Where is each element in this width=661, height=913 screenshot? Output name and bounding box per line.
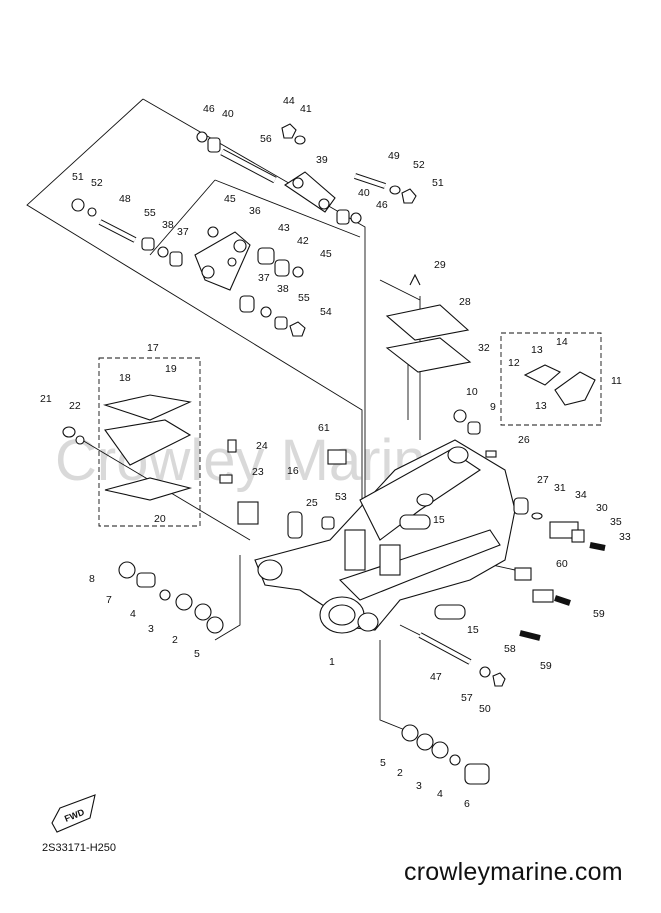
- callout-number: 41: [300, 103, 312, 115]
- leader-lines: [26, 98, 516, 731]
- small-parts: [62, 123, 585, 785]
- callout-number: 59: [540, 660, 552, 672]
- callout-number: 45: [224, 193, 236, 205]
- callout-number: 48: [119, 193, 131, 205]
- callout-number: 13: [535, 400, 547, 412]
- callout-number: 12: [508, 357, 520, 369]
- callout-number: 37: [258, 272, 270, 284]
- callout-number: 26: [518, 434, 530, 446]
- callout-number: 46: [376, 199, 388, 211]
- inset-box-17: [98, 357, 201, 527]
- callout-number: 13: [531, 344, 543, 356]
- callout-number: 51: [72, 171, 84, 183]
- chain-guard-plates: [385, 273, 472, 373]
- bracket-11: [523, 364, 596, 406]
- drawing-code: 2S33171-H250: [42, 842, 117, 854]
- callout-number: 25: [306, 497, 318, 509]
- callout-number: 45: [320, 248, 332, 260]
- callout-number: 2: [397, 767, 403, 779]
- callout-number: 9: [490, 401, 496, 413]
- callout-number: 40: [358, 187, 370, 199]
- relay-arm: [194, 231, 251, 291]
- callout-number: 59: [593, 608, 605, 620]
- callout-number: 44: [283, 95, 295, 107]
- callout-number: 27: [537, 474, 549, 486]
- callout-number: 50: [479, 703, 491, 715]
- callout-number: 46: [203, 103, 215, 115]
- callout-number: 39: [316, 154, 328, 166]
- callout-number: 36: [249, 205, 261, 217]
- callout-number: 57: [461, 692, 473, 704]
- callout-number: 49: [388, 150, 400, 162]
- callout-number: 47: [430, 671, 442, 683]
- callout-number: 42: [297, 235, 309, 247]
- callout-number: 51: [432, 177, 444, 189]
- callout-number: 7: [106, 594, 112, 606]
- callout-number: 35: [610, 516, 622, 528]
- callout-number: 40: [222, 108, 234, 120]
- site-name[interactable]: crowleymarine.com: [404, 858, 623, 886]
- callout-number: 34: [575, 489, 587, 501]
- callout-number: 58: [504, 643, 516, 655]
- callout-number: 30: [596, 502, 608, 514]
- callout-number: 52: [91, 177, 103, 189]
- callout-number: 60: [556, 558, 568, 570]
- callout-number: 29: [434, 259, 446, 271]
- callout-number: 16: [287, 465, 299, 477]
- callout-number: 20: [154, 513, 166, 525]
- callout-number: 24: [256, 440, 268, 452]
- callout-number: 32: [478, 342, 490, 354]
- callout-number: 4: [437, 788, 443, 800]
- connecting-rod: [284, 171, 336, 213]
- callout-number: 43: [278, 222, 290, 234]
- callout-number: 4: [130, 608, 136, 620]
- callout-number: 52: [413, 159, 425, 171]
- callout-number: 23: [252, 466, 264, 478]
- callout-number: 54: [320, 306, 332, 318]
- callout-number: 31: [554, 482, 566, 494]
- shafts-bolts: [98, 148, 606, 665]
- swingarm: [254, 439, 516, 634]
- callout-number: 56: [260, 133, 272, 145]
- callout-number: 61: [318, 422, 330, 434]
- callout-number: 10: [466, 386, 478, 398]
- fwd-arrow-icon: FWD: [51, 794, 96, 833]
- callout-number: 2: [172, 634, 178, 646]
- callout-number: 28: [459, 296, 471, 308]
- callout-number: 15: [467, 624, 479, 636]
- callout-number: 5: [194, 648, 200, 660]
- callout-number: 19: [165, 363, 177, 375]
- callout-number: 3: [416, 780, 422, 792]
- callout-number: 38: [162, 219, 174, 231]
- callout-number: 21: [40, 393, 52, 405]
- callout-number: 22: [69, 400, 81, 412]
- callout-number: 11: [611, 375, 622, 387]
- callout-number: 38: [277, 283, 289, 295]
- callout-number: 18: [119, 372, 131, 384]
- callout-number: 17: [147, 342, 159, 354]
- labels-decals: [237, 449, 532, 581]
- callout-number: 1: [329, 656, 335, 668]
- callout-number: 3: [148, 623, 154, 635]
- callout-number: 55: [144, 207, 156, 219]
- callout-number: 37: [177, 226, 189, 238]
- callout-number: 5: [380, 757, 386, 769]
- callout-number: 6: [464, 798, 470, 810]
- inset-box-11: [500, 332, 602, 426]
- callout-number: 33: [619, 531, 631, 543]
- callout-number: 53: [335, 491, 347, 503]
- callout-number: 15: [433, 514, 445, 526]
- callout-number: 14: [556, 336, 568, 348]
- callout-number: 55: [298, 292, 310, 304]
- chain-support-parts: [102, 394, 193, 501]
- callout-number: 8: [89, 573, 95, 585]
- callout-numbers: 46 40 44 41 56 39 49 52 51 40 46 51 52 4…: [40, 95, 631, 810]
